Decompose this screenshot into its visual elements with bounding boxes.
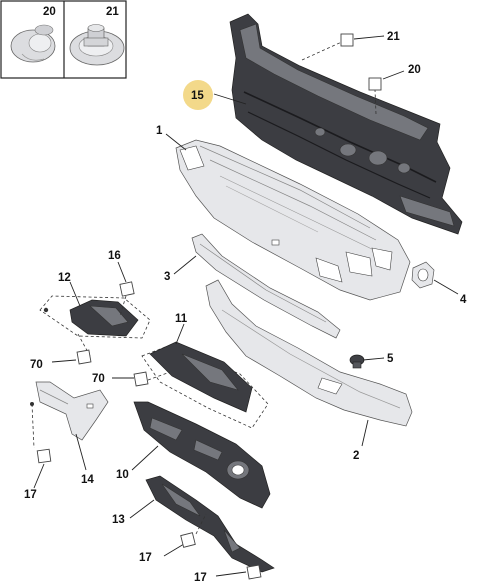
callout-10: 10 <box>116 469 129 481</box>
callout-16: 16 <box>108 250 121 262</box>
ref-square-17-left <box>36 448 52 464</box>
callout-20: 20 <box>408 64 421 76</box>
callout-17-mid: 17 <box>139 552 152 564</box>
inset-label-20: 20 <box>43 6 56 18</box>
bracket-13 <box>145 475 275 573</box>
bracket-14 <box>35 381 109 441</box>
callout-13: 13 <box>112 514 125 526</box>
cross-member-3 <box>191 233 341 339</box>
ref-square-70-middle <box>133 371 149 387</box>
callout-5: 5 <box>387 353 394 365</box>
highlight-circle-15 <box>183 80 213 110</box>
callout-17-left: 17 <box>24 489 37 501</box>
leader-lines <box>33 35 459 577</box>
inset-box: 20 21 <box>0 0 127 79</box>
clip-5 <box>349 354 365 369</box>
plastic-plug-clip-icon <box>10 24 56 63</box>
callout-4: 4 <box>460 294 467 306</box>
insulation-panel-15 <box>229 13 463 235</box>
callout-70-middle: 70 <box>92 373 105 385</box>
gusset-12 <box>39 295 151 339</box>
ref-square-20 <box>368 77 382 91</box>
ref-square-21 <box>340 33 354 47</box>
callout-15: 15 <box>191 90 204 102</box>
grommet-4 <box>411 261 435 289</box>
callout-11: 11 <box>175 313 188 325</box>
bracket-11 <box>141 341 269 429</box>
callout-17-bottom: 17 <box>194 572 207 584</box>
inset-label-21: 21 <box>106 6 119 18</box>
fastener-dot <box>30 402 34 406</box>
bulkhead-panel-1 <box>175 139 411 301</box>
dash-14-to-17 <box>31 403 35 449</box>
push-rivet-clip-icon <box>69 24 125 66</box>
callout-14: 14 <box>81 474 94 486</box>
ref-square-16 <box>119 281 135 297</box>
ref-square-17-mid <box>180 532 196 548</box>
callout-2: 2 <box>353 450 359 462</box>
callout-70-left: 70 <box>30 359 43 371</box>
ref-square-70-left <box>76 349 92 365</box>
callout-12: 12 <box>58 272 71 284</box>
lower-bulkhead-2 <box>205 279 413 427</box>
callout-21: 21 <box>387 31 400 43</box>
ref-square-17-bottom <box>246 564 262 580</box>
callout-1: 1 <box>156 125 163 137</box>
callout-3: 3 <box>164 271 170 283</box>
callout-labels: 21 20 15 1 3 4 5 2 16 12 70 11 70 14 17 … <box>24 31 467 584</box>
fastener-squares <box>36 33 382 580</box>
side-panel-10 <box>133 401 271 509</box>
